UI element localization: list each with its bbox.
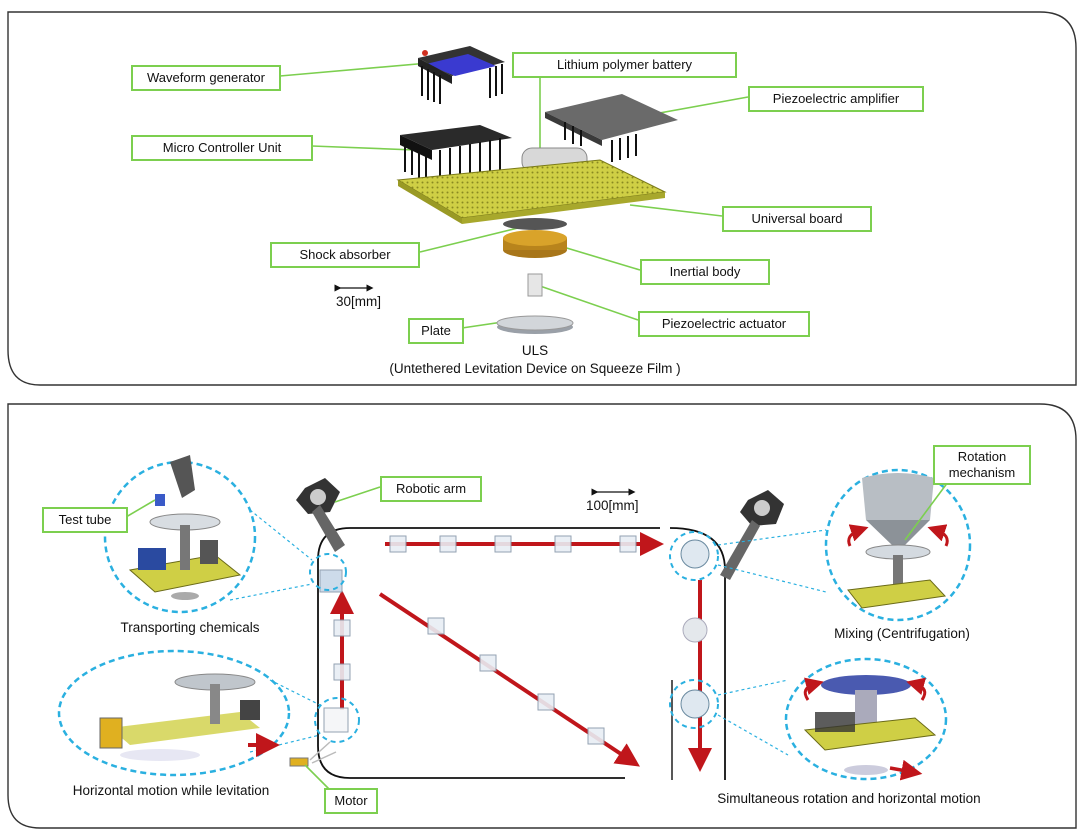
bottom-leader-lines (125, 481, 949, 791)
piezo-actuator-illustration (527, 273, 543, 297)
label-motor: Motor (324, 788, 378, 814)
robotic-arm-right-illustration (720, 490, 784, 580)
detail-circles (57, 460, 972, 781)
label-piezoelectric-actuator: Piezoelectric actuator (638, 311, 810, 337)
label-waveform-generator: Waveform generator (131, 65, 281, 91)
universal-board-illustration (396, 159, 667, 224)
waveform-generator-illustration (418, 46, 505, 104)
rotation-mechanism-line1: Rotation (957, 449, 1007, 464)
rotation-mechanism-line2: mechanism (948, 465, 1016, 480)
label-robotic-arm: Robotic arm (380, 476, 482, 502)
label-micro-controller-unit: Micro Controller Unit (131, 135, 313, 161)
transport-zoom-illustration (128, 455, 242, 600)
mcu-illustration (400, 125, 512, 180)
bottom-panel-frame (7, 403, 1077, 829)
caption-simultaneous: Simultaneous rotation and horizontal mot… (717, 791, 981, 806)
label-plate: Plate (408, 318, 464, 344)
label-test-tube: Test tube (42, 507, 128, 533)
levitation-zoom-illustration (99, 673, 280, 761)
label-inertial-body: Inertial body (640, 259, 770, 285)
motion-arrows (330, 532, 712, 772)
uls-title: ULS (521, 343, 549, 358)
motor-illustration (289, 741, 337, 767)
label-piezoelectric-amplifier: Piezoelectric amplifier (748, 86, 924, 112)
device-ghosts (319, 535, 637, 745)
rotating-devices (680, 539, 710, 719)
small-dashed-circles (309, 531, 719, 743)
mixing-zoom-illustration (847, 473, 949, 609)
piezoelectric-amplifier-illustration (545, 94, 678, 162)
track-left (317, 527, 660, 779)
inertial-body-illustration (503, 230, 567, 258)
label-rotation-mechanism: Rotation mechanism (933, 445, 1031, 485)
uls-subtitle: (Untethered Levitation Device on Squeeze… (389, 361, 681, 376)
caption-horizontal-motion: Horizontal motion while levitation (72, 783, 270, 798)
shock-absorber-illustration (503, 218, 567, 230)
caption-transporting-chemicals: Transporting chemicals (120, 620, 260, 635)
label-lithium-polymer-battery: Lithium polymer battery (512, 52, 737, 78)
label-universal-board: Universal board (722, 206, 872, 232)
caption-mixing: Mixing (Centrifugation) (834, 626, 970, 641)
scale-label-100mm: 100[mm] (586, 498, 639, 513)
robotic-arm-left-illustration (296, 478, 345, 552)
scale-label-30mm: 30[mm] (336, 294, 382, 309)
top-panel-frame (7, 11, 1077, 386)
label-shock-absorber: Shock absorber (270, 242, 420, 268)
simultaneous-zoom-illustration (803, 675, 937, 781)
plate-illustration (496, 315, 574, 334)
connector-lines (229, 509, 827, 756)
